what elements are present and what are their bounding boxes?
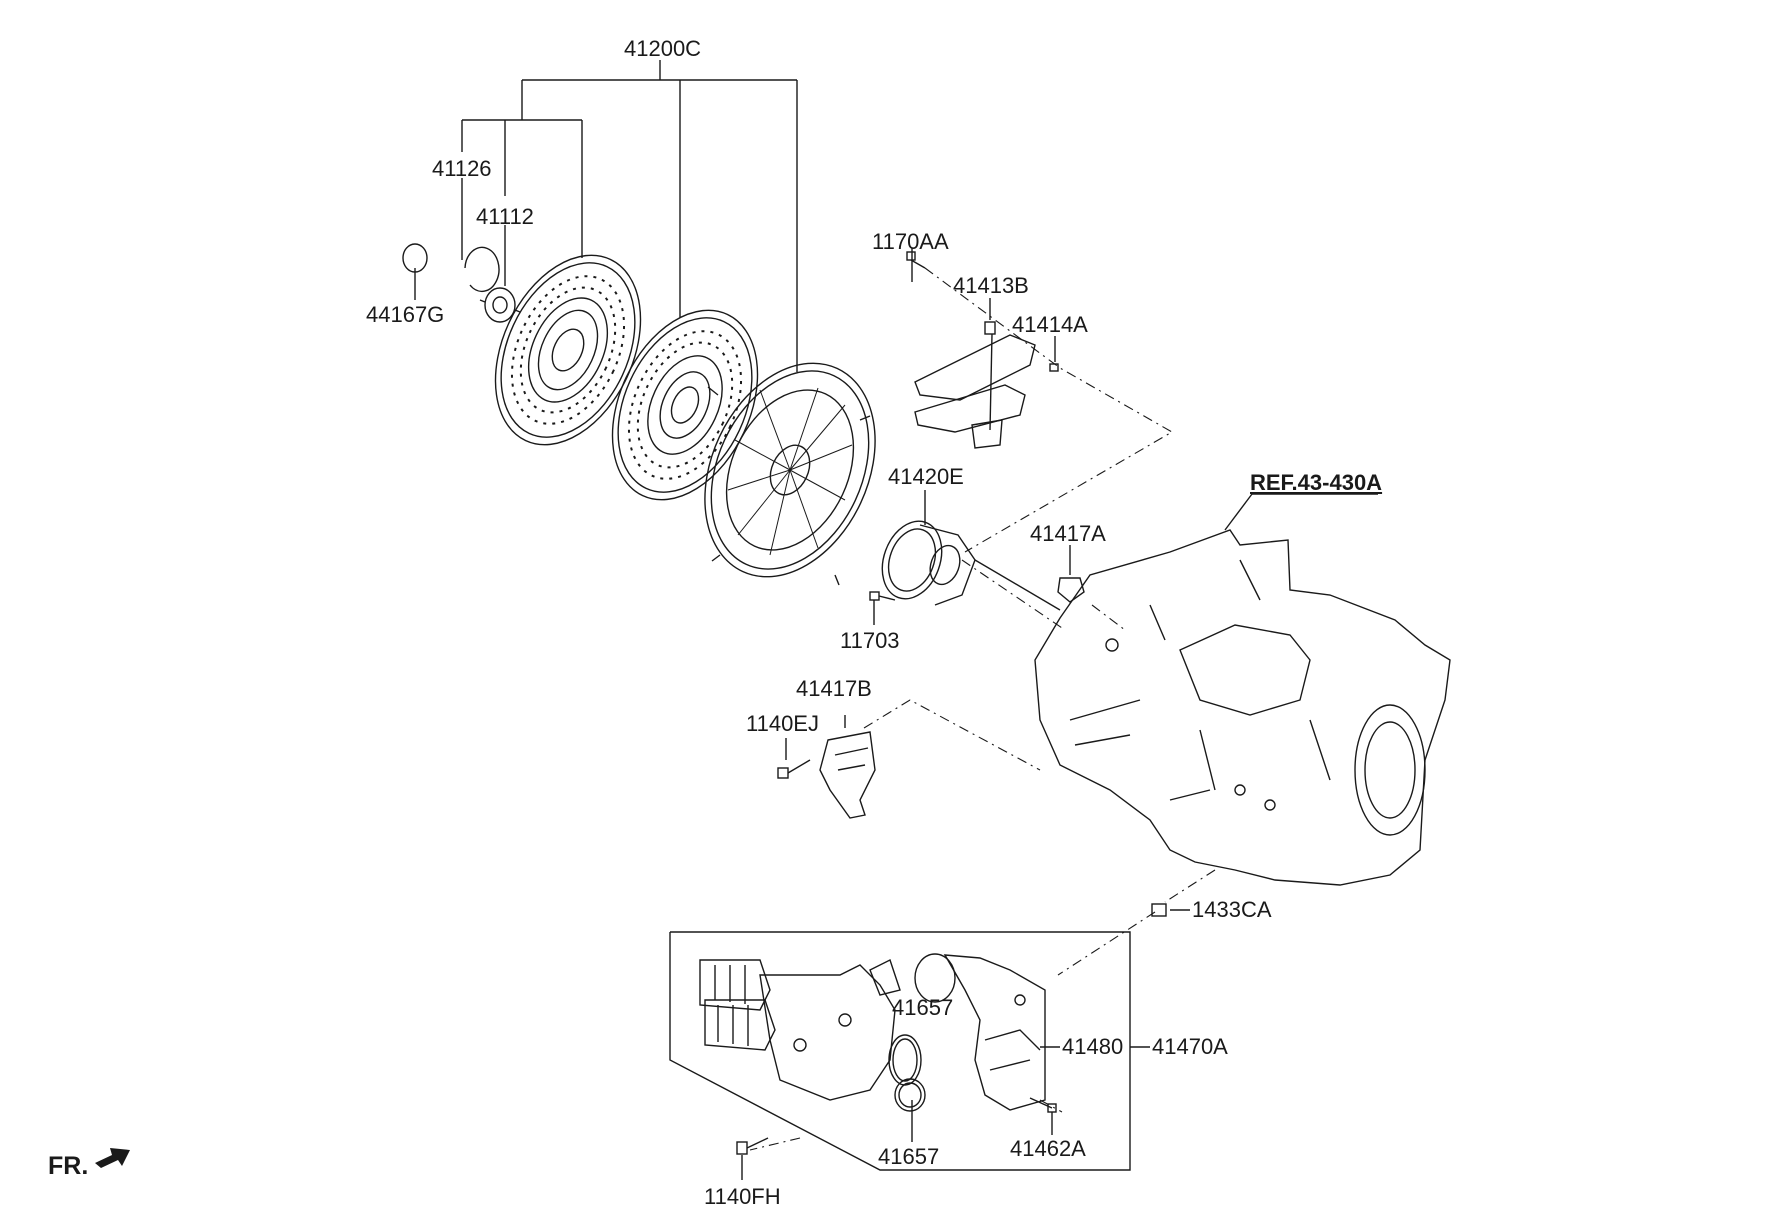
- label-44167g: 44167G: [366, 302, 445, 327]
- label-41126: 41126: [432, 156, 492, 181]
- snap-ring-44167g: [402, 243, 428, 273]
- label-41462a: 41462A: [1010, 1136, 1086, 1161]
- heat-shield-41417b: [819, 731, 876, 819]
- bolt-1140ej: [777, 759, 811, 779]
- label-1140ej: 1140EJ: [746, 711, 819, 736]
- label-41657-upper: 41657: [892, 995, 954, 1020]
- bushing-41112: [479, 287, 521, 323]
- label-11703: 11703: [840, 628, 900, 653]
- label-1140fh: 1140FH: [704, 1184, 781, 1209]
- bolt-11703: [869, 591, 896, 601]
- actuator-box: [669, 931, 1131, 1171]
- bolt-1140fh: [736, 1137, 769, 1155]
- label-1433ca: 1433CA: [1192, 897, 1272, 922]
- front-label: FR.: [48, 1152, 89, 1180]
- label-41480: 41480: [1062, 1034, 1124, 1059]
- clutch-disc-1: [494, 254, 642, 446]
- pin-41414a: [1049, 363, 1059, 372]
- front-arrow-icon: [95, 1148, 130, 1168]
- label-41200c: 41200C: [624, 36, 702, 61]
- ref-label: REF.43-430A: [1250, 470, 1383, 495]
- release-fork-41413b: [914, 321, 1036, 449]
- clip-41417a: [1057, 577, 1085, 603]
- label-41413b: 41413B: [953, 273, 1029, 298]
- label-41420e: 41420E: [888, 464, 964, 489]
- actuator-body: [699, 953, 1057, 1113]
- pressure-plate: [704, 362, 876, 586]
- release-bearing-41420e: [881, 520, 1061, 611]
- label-41414a: 41414A: [1012, 312, 1088, 337]
- transmission-housing: [1034, 529, 1451, 886]
- label-1170aa: 1170AA: [872, 229, 949, 254]
- circlip-41126: [464, 246, 500, 293]
- bolt-1170aa: [906, 251, 926, 269]
- label-41657-lower: 41657: [878, 1144, 940, 1169]
- label-41112: 41112: [476, 204, 534, 229]
- label-41470a: 41470A: [1152, 1034, 1228, 1059]
- assembly-paths: [749, 267, 1216, 1151]
- dowel-1433ca: [1151, 903, 1167, 917]
- clutch-disc-2: [611, 309, 759, 501]
- label-41417a: 41417A: [1030, 521, 1106, 546]
- label-41417b: 41417B: [796, 676, 872, 701]
